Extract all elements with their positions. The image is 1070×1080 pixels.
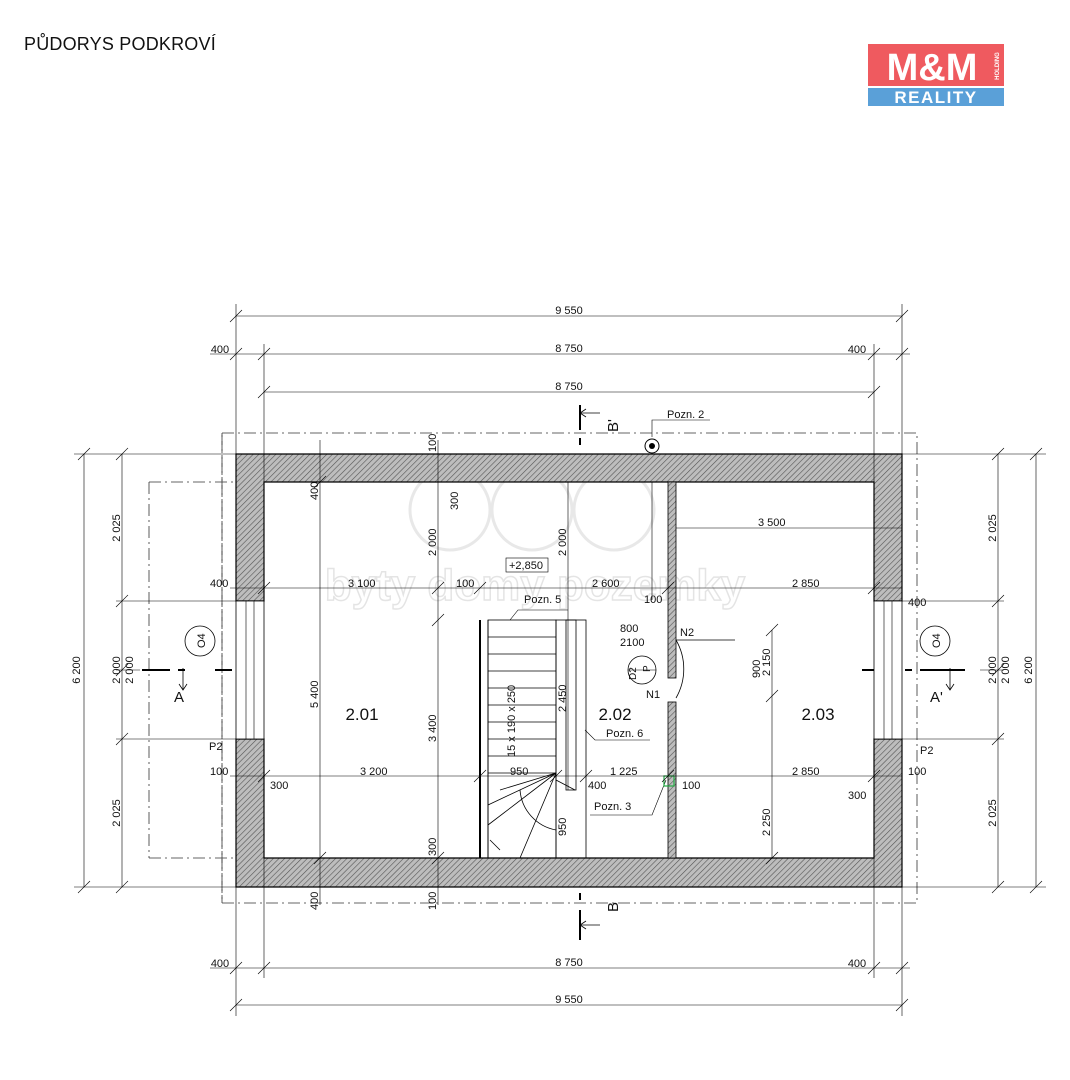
chimney-core-icon: [649, 443, 655, 449]
room-2-03: 2.03: [801, 705, 834, 724]
note-pozn6: Pozn. 6: [606, 728, 643, 740]
dim-400r: 400: [908, 597, 926, 609]
dimension-lines-right: [902, 447, 1046, 894]
dim-2850a: 2 850: [792, 578, 820, 590]
dimension-lines-top: [210, 304, 910, 482]
dim-100e: 100: [427, 892, 439, 910]
logo-side-text: HOLDING: [995, 52, 1001, 80]
dim-300r: 300: [848, 790, 866, 802]
dim-bottom-left: 400: [211, 958, 229, 970]
section-b2-label: B': [605, 419, 622, 432]
section-arrows: [178, 408, 955, 930]
dim-right-b: 2 000: [987, 656, 999, 684]
logo-main-block: [868, 44, 1004, 86]
logo-bar: [868, 88, 1004, 106]
dim-2000b: 2 000: [557, 528, 569, 556]
note-pozn5: Pozn. 5: [524, 594, 561, 606]
outer-walls: [235, 453, 903, 888]
dim-300a: 300: [449, 492, 461, 510]
page-title: PŮDORYS PODKROVÍ: [24, 34, 216, 54]
dim-5400: 5 400: [309, 680, 321, 708]
dim-left-total: 6 200: [71, 656, 83, 684]
window-tag-left: [184, 625, 216, 657]
dim-top-inner: 8 750: [555, 343, 583, 355]
section-a2-label: A': [930, 689, 943, 706]
tag-p2-left: P2: [209, 741, 222, 753]
dim-900: 900: [751, 660, 763, 678]
dim-left-b: 2 000: [111, 656, 123, 684]
dim-top-inner2: 8 750: [555, 381, 583, 393]
dim-3500: 3 500: [758, 517, 786, 529]
dim-2000a: 2 000: [427, 528, 439, 556]
dim-2450: 2 450: [557, 684, 569, 712]
dim-right-d: 2 025: [987, 799, 999, 827]
tag-p2-right: P2: [920, 745, 933, 757]
elevation-box: [505, 557, 549, 573]
dim-400a: 400: [309, 482, 321, 500]
section-b-label: B: [605, 902, 622, 912]
door-tag-p: P: [642, 665, 653, 672]
interior-dimension-lines: [230, 440, 902, 905]
dim-top-left: 400: [211, 344, 229, 356]
dim-950a: 950: [510, 766, 528, 778]
dim-right-total: 6 200: [1023, 656, 1035, 684]
dim-3100: 3 100: [348, 578, 376, 590]
elevation-label: +2,850: [509, 560, 543, 572]
dim-bottom-inner: 8 750: [555, 957, 583, 969]
dim-right-a: 2 025: [987, 514, 999, 542]
section-a-label: A: [174, 689, 184, 706]
dim-top-overall: 9 550: [555, 305, 583, 317]
dim-3200: 3 200: [360, 766, 388, 778]
dim-bottom-right: 400: [848, 958, 866, 970]
door-width: 800: [620, 623, 638, 635]
note-n2: N2: [680, 627, 694, 639]
dim-top-right: 400: [848, 344, 866, 356]
window-tag-right: [919, 625, 951, 657]
dim-2600: 2 600: [592, 578, 620, 590]
dim-100c: 100: [644, 594, 662, 606]
window-tag-right-text: O4: [931, 633, 943, 648]
dim-left-c: 2 000: [124, 656, 136, 684]
door-tag-d2: D2: [628, 667, 639, 680]
dimension-lines-bottom: [210, 858, 910, 1016]
dim-3400: 3 400: [427, 714, 439, 742]
dim-right-c: 2 000: [1000, 656, 1012, 684]
dim-950b: 950: [557, 818, 569, 836]
room-2-02: 2.02: [598, 705, 631, 724]
dim-100l: 100: [210, 766, 228, 778]
note-pozn2: Pozn. 2: [667, 409, 704, 421]
dimension-lines-left: [74, 447, 236, 894]
dim-400b: 400: [309, 892, 321, 910]
dim-2850b: 2 850: [792, 766, 820, 778]
dim-400l: 400: [210, 578, 228, 590]
window-tag-left-text: O4: [196, 633, 208, 648]
note-pozn3: Pozn. 3: [594, 801, 631, 813]
room-2-01: 2.01: [345, 705, 378, 724]
dim-100a: 100: [427, 434, 439, 452]
logo-sub-text: REALITY: [894, 88, 977, 107]
dim-2150: 2 150: [761, 648, 773, 676]
dim-100b: 100: [456, 578, 474, 590]
dim-100d: 100: [682, 780, 700, 792]
dim-300b: 300: [427, 838, 439, 856]
dim-1225: 1 225: [610, 766, 638, 778]
door-height: 2100: [620, 637, 644, 649]
dim-300l: 300: [270, 780, 288, 792]
door-d2: [675, 639, 735, 699]
dim-400m: 400: [588, 780, 606, 792]
dim-left-a: 2 025: [111, 514, 123, 542]
dim-bottom-overall: 9 550: [555, 994, 583, 1006]
dim-2250: 2 250: [761, 808, 773, 836]
dim-left-d: 2 025: [111, 799, 123, 827]
logo-main-text: M&M: [887, 47, 978, 89]
stairs-label: 15 x 190 x 250: [506, 685, 518, 757]
note-n1: N1: [646, 689, 660, 701]
dim-100r: 100: [908, 766, 926, 778]
section-lines: [142, 405, 965, 940]
staircase: [487, 619, 587, 859]
company-logo: M&M HOLDING REALITY: [868, 44, 1004, 107]
watermark: byty domy pozemky: [324, 468, 747, 611]
